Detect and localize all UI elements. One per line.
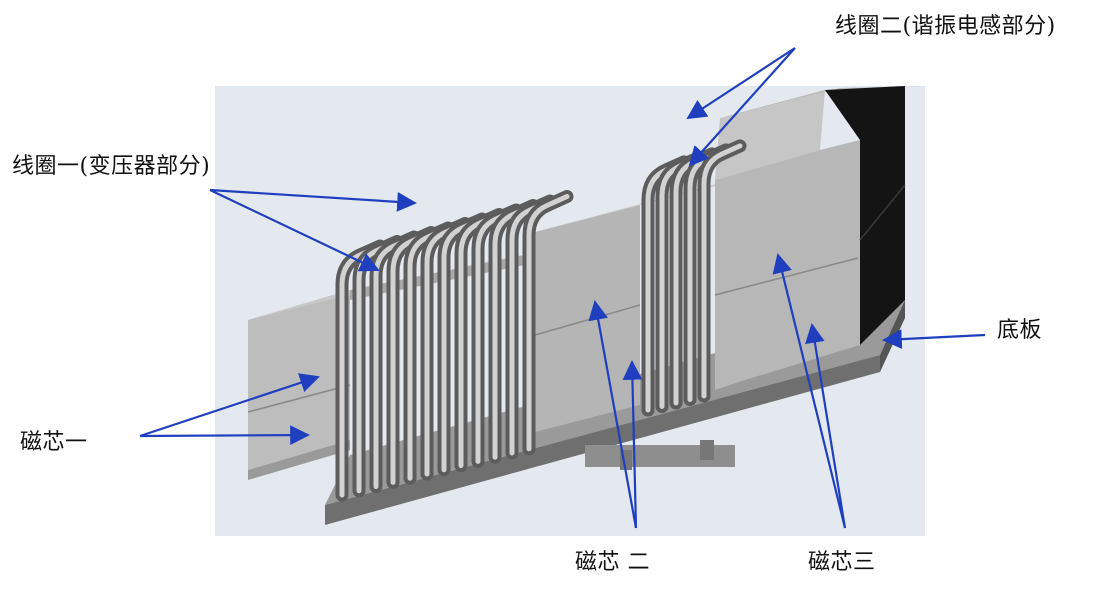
arrow-core-two-a [588, 300, 638, 529]
label-coil-two: 线圈二(谐振电感部分) [835, 14, 1056, 39]
label-core-two: 磁芯 二 [575, 550, 650, 575]
label-core-one: 磁芯一 [20, 430, 88, 455]
arrow-core-three-b [805, 323, 847, 529]
coil-one-turn-highlight [390, 230, 434, 485]
arrow-coil-two-b [688, 47, 796, 167]
arrow-core-three-a [772, 253, 847, 529]
arrow-coil-two-a [686, 47, 796, 120]
arrow-core-one-a [139, 373, 320, 438]
coil-one-turn-highlight [441, 216, 485, 473]
label-core-three: 磁芯三 [808, 550, 876, 575]
arrow-coil-one-b [209, 189, 380, 272]
label-coil-one: 线圈一(变压器部分) [12, 154, 211, 179]
coil-one-turn-highlight [526, 194, 570, 452]
coil-one-turn-highlight [492, 203, 536, 460]
arrow-core-two-b [622, 360, 643, 529]
core-three-dark-face [825, 86, 905, 345]
label-base-plate: 底板 [997, 318, 1043, 343]
arrow-coil-one-a [209, 188, 417, 212]
coil-one-turn-highlight [475, 207, 519, 464]
arrow-core-one-b [139, 425, 310, 446]
annotation-arrows [139, 47, 986, 529]
arrow-base-plate [882, 329, 986, 350]
coil-one-turn-highlight [509, 198, 553, 456]
core-two [534, 150, 860, 432]
coil-one [335, 190, 574, 502]
coil-one-turn-highlight [407, 225, 451, 481]
coil-one-turn-highlight [373, 234, 417, 490]
coil-one-turn-highlight [424, 221, 468, 477]
coil-one-turn-highlight [458, 212, 502, 469]
